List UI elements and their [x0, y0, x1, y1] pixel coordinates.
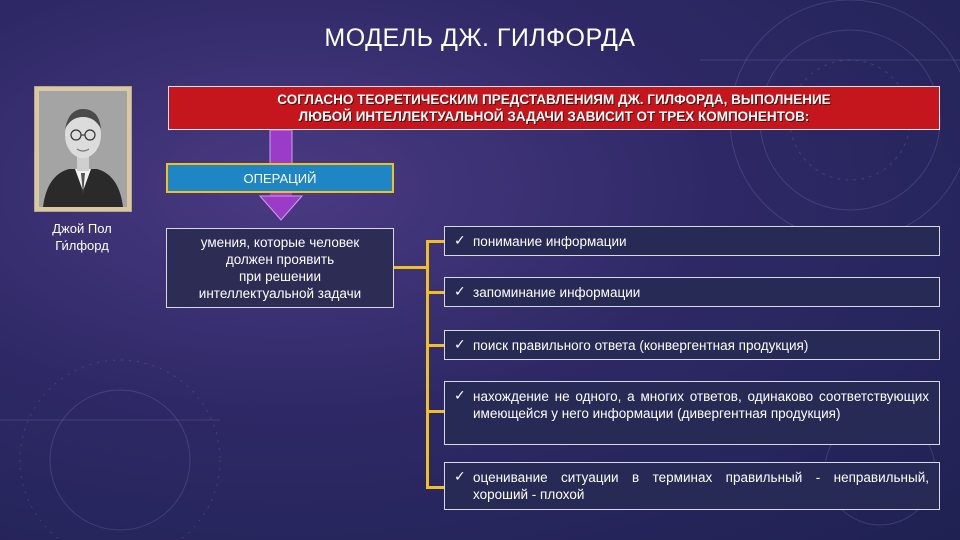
- item-text: оценивание ситуации в терминах правильны…: [473, 470, 929, 502]
- connector-branch-4: [426, 410, 444, 413]
- intro-banner: СОГЛАСНО ТЕОРЕТИЧЕСКИМ ПРЕДСТАВЛЕНИЯМ ДЖ…: [168, 86, 940, 130]
- check-icon: ✓: [454, 468, 466, 484]
- definition-line-2: должен проявить: [225, 252, 335, 267]
- check-icon: ✓: [454, 387, 466, 403]
- list-item: ✓ понимание информации: [444, 226, 940, 256]
- list-item: ✓ нахождение не одного, а многих ответов…: [444, 381, 940, 445]
- connector-horizontal: [394, 266, 428, 269]
- connector-branch-3: [426, 344, 444, 347]
- banner-line-2: ЛЮБОЙ ИНТЕЛЛЕКТУАЛЬНОЙ ЗАДАЧИ ЗАВИСИТ ОТ…: [298, 109, 810, 124]
- list-item: ✓ запоминание информации: [444, 277, 940, 307]
- definition-line-1: умения, которые человек: [200, 235, 360, 250]
- item-text: понимание информации: [473, 234, 627, 249]
- connector-vertical: [426, 240, 429, 488]
- caption-line-2: Ги́лфорд: [55, 238, 109, 253]
- definition-line-4: интеллектуальной задачи: [198, 286, 362, 301]
- item-text: запоминание информации: [473, 285, 641, 300]
- connector-branch-2: [426, 291, 444, 294]
- page-title: МОДЕЛЬ ДЖ. ГИЛФОРДА: [324, 24, 636, 52]
- portrait-image: [39, 91, 127, 207]
- photo-caption: Джой Пол Ги́лфорд: [30, 220, 134, 254]
- caption-line-1: Джой Пол: [52, 221, 112, 236]
- banner-line-1: СОГЛАСНО ТЕОРЕТИЧЕСКИМ ПРЕДСТАВЛЕНИЯМ ДЖ…: [277, 92, 831, 107]
- list-item: ✓ оценивание ситуации в терминах правиль…: [444, 462, 940, 510]
- portrait-photo: [34, 86, 132, 212]
- check-icon: ✓: [454, 232, 466, 248]
- check-icon: ✓: [454, 336, 466, 352]
- definition-line-3: при решении: [238, 269, 321, 284]
- list-item: ✓ поиск правильного ответа (конвергентна…: [444, 330, 940, 360]
- item-text: поиск правильного ответа (конвергентная …: [473, 338, 809, 353]
- connector-branch-5: [426, 486, 444, 489]
- check-icon: ✓: [454, 283, 466, 299]
- definition-box: умения, которые человек должен проявить …: [166, 228, 394, 308]
- item-text: нахождение не одного, а многих ответов, …: [473, 389, 929, 421]
- connector-branch-1: [426, 240, 444, 243]
- operations-box: ОПЕРАЦИЙ: [166, 163, 394, 193]
